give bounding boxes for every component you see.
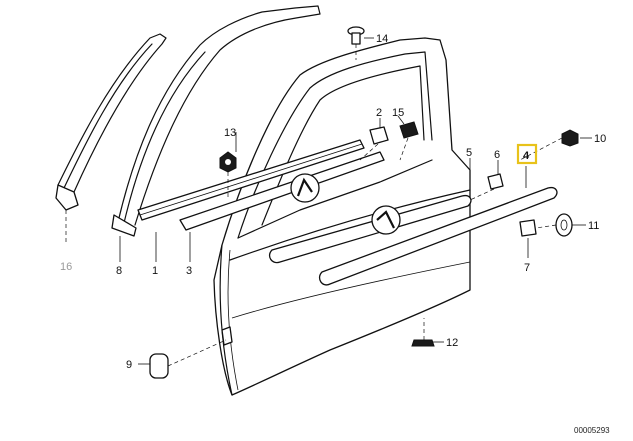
- label-1[interactable]: 1: [152, 265, 158, 277]
- drawing-number: 00005293: [574, 426, 610, 435]
- label-11[interactable]: 11: [588, 220, 599, 232]
- clip-2-icon: [369, 126, 389, 145]
- label-12[interactable]: 12: [446, 337, 458, 349]
- label-14[interactable]: 14: [376, 33, 388, 45]
- label-5[interactable]: 5: [466, 147, 472, 159]
- label-8[interactable]: 8: [116, 265, 122, 277]
- grommet-11-icon: [555, 213, 573, 237]
- label-2[interactable]: 2: [376, 107, 382, 119]
- cap-9-icon: [149, 353, 169, 379]
- label-16[interactable]: 16: [60, 261, 72, 273]
- weatherstrip-inner: [137, 139, 385, 231]
- front-seal: [55, 33, 167, 211]
- clip-7-icon: [519, 219, 537, 237]
- label-15[interactable]: 15: [392, 107, 404, 119]
- label-9[interactable]: 9: [126, 359, 132, 371]
- clip-15-icon: [399, 121, 419, 139]
- assembly-lines: [65, 44, 563, 367]
- part-labels: 14 13 2 15 5 6 4 10 11 7 12 9 8 1 3 16: [60, 33, 606, 371]
- label-7[interactable]: 7: [524, 262, 530, 274]
- highlight-box: [516, 143, 538, 165]
- label-13[interactable]: 13: [224, 127, 236, 139]
- label-3[interactable]: 3: [186, 265, 192, 277]
- adhesive-symbol-lower: [371, 205, 401, 235]
- label-10[interactable]: 10: [594, 133, 606, 145]
- label-4[interactable]: 4: [523, 150, 530, 162]
- push-rivet-icon: [347, 26, 365, 45]
- nut-10-icon: [561, 129, 579, 147]
- adhesive-symbol-upper: [290, 173, 320, 203]
- window-channel: [111, 5, 321, 237]
- label-6[interactable]: 6: [494, 149, 500, 161]
- trim-strips: [268, 186, 558, 286]
- plug-12-icon: [411, 339, 435, 347]
- clip-13-icon: [219, 151, 237, 173]
- leader-lines: [119, 37, 592, 365]
- clip-6-icon: [487, 173, 504, 190]
